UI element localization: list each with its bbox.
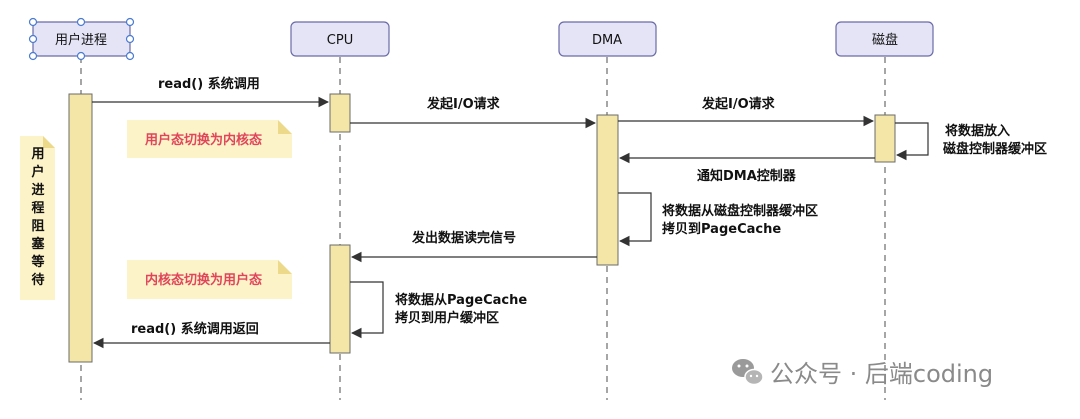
participant-dma-label: DMA [592, 33, 622, 48]
note-blocked-char-1: 用 [30, 147, 44, 162]
message-label-io-request-cpu: 发起I/O请求 [426, 96, 501, 112]
note-blocked-char-7: 等 [30, 254, 44, 270]
note-blocked-char-8: 待 [30, 272, 44, 288]
participant-cpu[interactable]: CPU [290, 21, 390, 57]
note-user-to-kernel-text: 用户态切换为内核态 [144, 132, 262, 148]
note-user-to-kernel[interactable]: 用户态切换为内核态 [127, 120, 292, 158]
activation-dma[interactable] [596, 114, 619, 266]
note-blocked-char-6: 塞 [31, 236, 45, 252]
note-blocked-char-5: 阻 [31, 219, 44, 234]
message-label-cpu-copy-1: 将数据从PageCache [395, 292, 527, 308]
watermark-text: 公众号 · 后端coding [770, 360, 993, 388]
message-label-io-request-dma: 发起I/O请求 [701, 96, 776, 112]
note-kernel-to-user-text: 内核态切换为用户态 [145, 272, 262, 288]
self-loop-dma[interactable] [618, 192, 652, 247]
participant-user-label: 用户进程 [55, 32, 107, 48]
wechat-icon [732, 359, 764, 386]
message-label-disk-buffer-1: 将数据放入 [945, 123, 1010, 139]
participant-disk-label: 磁盘 [872, 32, 898, 48]
selection-handles[interactable] [28, 17, 135, 61]
watermark: 公众号 · 后端coding [732, 359, 993, 388]
activation-cpu-2[interactable] [329, 244, 351, 354]
participant-cpu-label: CPU [327, 33, 353, 48]
activation-user[interactable] [68, 93, 93, 363]
activation-cpu-1[interactable] [329, 93, 351, 133]
note-blocked-char-4: 程 [31, 201, 44, 216]
message-label-read-return: read() 系统调用返回 [131, 321, 259, 337]
message-label-read-done: 发出数据读完信号 [411, 230, 516, 246]
self-loop-cpu[interactable] [350, 281, 384, 339]
self-loop-disk[interactable] [895, 122, 929, 161]
message-label-notify-dma: 通知DMA控制器 [697, 168, 797, 184]
participant-user[interactable]: 用户进程 [32, 21, 131, 57]
participant-dma[interactable]: DMA [558, 21, 657, 57]
message-label-cpu-copy-2: 拷贝到用户缓冲区 [395, 310, 499, 326]
message-label-dma-copy-2: 拷贝到PageCache [662, 221, 781, 237]
note-process-blocked[interactable]: 用 户 进 程 阻 塞 等 待 [20, 136, 55, 300]
participant-disk[interactable]: 磁盘 [835, 21, 934, 57]
note-kernel-to-user[interactable]: 内核态切换为用户态 [127, 260, 292, 299]
message-label-disk-buffer-2: 磁盘控制器缓冲区 [943, 141, 1047, 157]
note-blocked-char-2: 户 [31, 164, 44, 180]
note-blocked-char-3: 进 [31, 183, 44, 198]
message-label-dma-copy-1: 将数据从磁盘控制器缓冲区 [662, 203, 818, 219]
message-label-read-call: read() 系统调用 [158, 76, 260, 92]
activation-disk[interactable] [874, 114, 896, 163]
